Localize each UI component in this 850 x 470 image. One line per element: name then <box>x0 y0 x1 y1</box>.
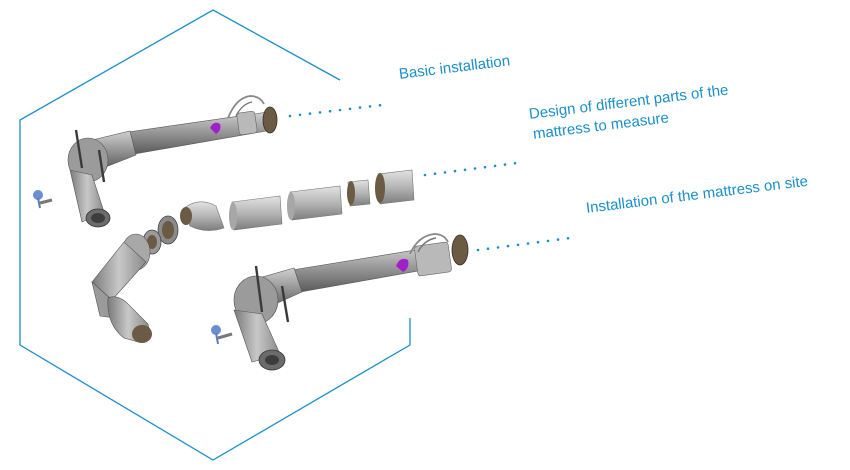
instrument-tubing <box>227 95 265 119</box>
support-fin <box>74 129 84 169</box>
mattress-ring <box>157 215 179 245</box>
instrument-tubing <box>409 233 449 255</box>
purple-valve-icon <box>210 122 221 134</box>
leader-line-design <box>423 162 517 177</box>
installation-on-site-assembly <box>211 233 469 371</box>
mattress-sleeve <box>287 185 343 221</box>
end-flange <box>262 106 278 134</box>
hexagon-outline <box>19 9 411 461</box>
pipe-collar <box>236 110 258 136</box>
support-fin <box>97 149 106 183</box>
purple-valve-icon <box>396 258 409 272</box>
basic-installation-assembly <box>33 95 278 228</box>
mattress-parts <box>91 169 415 343</box>
leader-lines <box>288 103 570 252</box>
mattress-sleeve <box>229 195 283 231</box>
blue-valve-icon <box>211 325 233 345</box>
mattress-sleeve <box>375 169 415 205</box>
blue-valve-icon <box>33 190 53 209</box>
end-flange <box>451 234 469 266</box>
leader-line-install <box>476 237 570 252</box>
support-fin <box>254 265 264 313</box>
mattress-elbow <box>107 296 152 343</box>
mattress-ring <box>347 179 371 207</box>
pipe-collar <box>414 241 452 277</box>
mattress-elbow <box>180 201 225 231</box>
leader-line-basic <box>288 103 382 118</box>
support-fin <box>280 285 290 323</box>
